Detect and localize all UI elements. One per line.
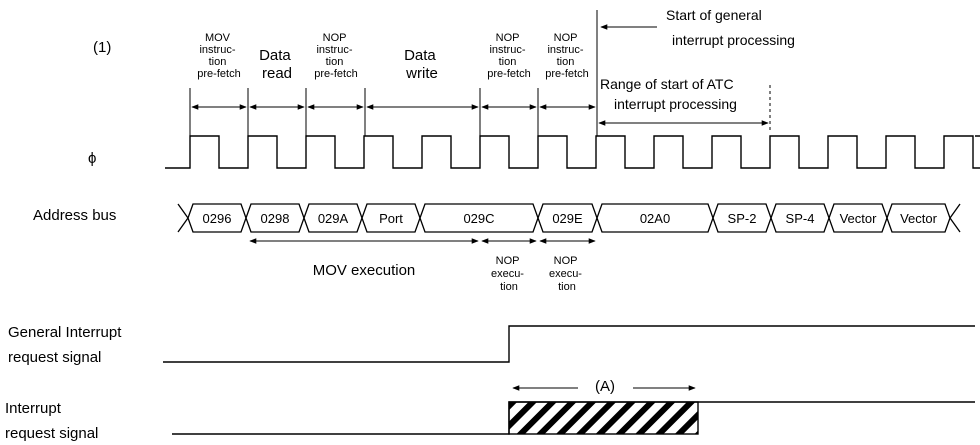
phase-data-write: Data write (404, 47, 440, 82)
bus-value: 0296 (203, 211, 232, 226)
address-bus-waveform: 0296 0298 029A Port 029C 029E 02A0 SP-2 SP-4 Vect… (177, 203, 961, 233)
mov-execution-label: MOV execution (313, 262, 416, 279)
bus-value: SP-4 (786, 211, 815, 226)
bus-edge (177, 217, 189, 233)
irq-label: Interrupt request signal (5, 400, 98, 442)
bus-edge (177, 203, 189, 219)
atc-range-label: Range of start of ATC interrupt processi… (600, 76, 737, 112)
phase-data-read: Data read (259, 47, 295, 82)
bus-value: 02A0 (640, 211, 670, 226)
general-irq-label: General Interrupt request signal (8, 324, 126, 366)
bus-edge (949, 217, 961, 233)
bus-edge (949, 203, 961, 219)
bus-value: Vector (840, 211, 878, 226)
phase-nop-prefetch-1: NOP instruc- tion pre-fetch (314, 32, 357, 80)
bus-value: SP-2 (728, 211, 757, 226)
bus-value: 029C (463, 211, 494, 226)
phase-arrows (191, 24, 769, 126)
nop-execution-label-1: NOP execu- tion (491, 255, 527, 293)
phase-nop-prefetch-2: NOP instruc- tion pre-fetch (487, 32, 530, 80)
general-irq-waveform (163, 325, 975, 363)
bus-value: Port (379, 211, 403, 226)
nop-execution-label-2: NOP execu- tion (549, 255, 585, 293)
bus-value: 029E (552, 211, 583, 226)
irq-waveform (172, 401, 975, 435)
range-a-label: (A) (595, 378, 615, 395)
phase-separators (189, 10, 771, 136)
address-bus-label: Address bus (33, 207, 116, 224)
clock-waveform (165, 135, 980, 169)
figure-label: (1) (93, 39, 111, 56)
bus-value: Vector (900, 211, 938, 226)
general-start-label: Start of general interrupt processing (666, 7, 795, 48)
phase-nop-prefetch-3: NOP instruc- tion pre-fetch (545, 32, 588, 80)
bus-value: 029A (318, 211, 349, 226)
clock-label: ϕ (88, 150, 96, 167)
uncertain-interval-hatch (508, 401, 699, 435)
bus-value: 0298 (261, 211, 290, 226)
phase-mov-prefetch: MOV instruc- tion pre-fetch (197, 32, 240, 80)
